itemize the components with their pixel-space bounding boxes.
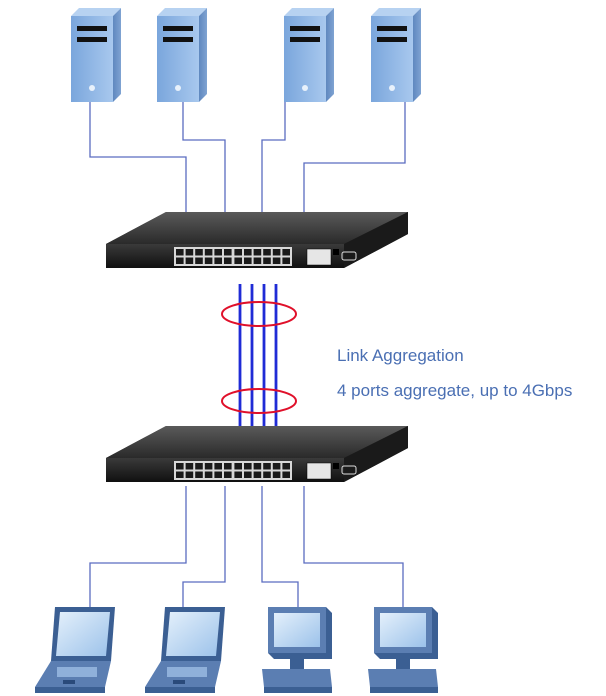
switch-port [205, 258, 213, 265]
desktop-pc-icon [262, 607, 332, 693]
connector-line [183, 102, 225, 214]
switch-port [282, 249, 290, 256]
switch-port [205, 472, 213, 479]
switch-port [176, 249, 184, 256]
caption-title: Link Aggregation [337, 346, 464, 366]
switch-port [282, 463, 290, 470]
connector-line [90, 102, 186, 214]
switch-port [282, 472, 290, 479]
switch-port [205, 463, 213, 470]
switch-port [234, 463, 242, 470]
switch-port [186, 463, 194, 470]
switch-port [176, 472, 184, 479]
connector-line [90, 486, 186, 612]
switch-port [195, 472, 203, 479]
switch-port [186, 249, 194, 256]
switch-port [273, 249, 281, 256]
ethernet-switch-icon [106, 212, 408, 268]
switch-port [186, 258, 194, 265]
connector-line [183, 486, 225, 612]
laptop-icon [145, 607, 225, 693]
desktop-pc-icon [368, 607, 438, 693]
switch-port [254, 463, 262, 470]
switch-port [234, 258, 242, 265]
switch-port [214, 249, 222, 256]
connector-line [304, 486, 403, 612]
server-tower-icon [371, 8, 421, 102]
client-connectors [90, 486, 403, 612]
aggregation-ring-top [222, 302, 296, 326]
switch-port-block [174, 247, 292, 266]
switch-port [205, 249, 213, 256]
connector-line [262, 486, 298, 612]
switch-port [244, 472, 252, 479]
switch-port [263, 258, 271, 265]
server-tower-icon [71, 8, 121, 102]
switch-port [282, 258, 290, 265]
switch-port [195, 463, 203, 470]
switch-port [244, 249, 252, 256]
switch-port [263, 249, 271, 256]
connector-line [262, 102, 285, 214]
switch-port [263, 472, 271, 479]
switch-port [224, 472, 232, 479]
switch-port [234, 249, 242, 256]
switch-port [224, 258, 232, 265]
switch-port [176, 258, 184, 265]
switch-port [273, 463, 281, 470]
switch-port [224, 463, 232, 470]
switch-port [273, 472, 281, 479]
switch-port-block [174, 461, 292, 480]
server-tower-icon [157, 8, 207, 102]
aggregated-links [240, 284, 276, 426]
caption-subtitle: 4 ports aggregate, up to 4Gbps [337, 381, 572, 401]
switch-port [234, 472, 242, 479]
switch-port [224, 249, 232, 256]
switch-port [263, 463, 271, 470]
switch-port [186, 472, 194, 479]
aggregation-ring-bottom [222, 389, 296, 413]
switch-port [244, 463, 252, 470]
laptop-icon [35, 607, 115, 693]
connector-line [304, 102, 405, 214]
switch-port [195, 258, 203, 265]
switch-port [244, 258, 252, 265]
switch-port [195, 249, 203, 256]
switch-port [273, 258, 281, 265]
switch-port [254, 258, 262, 265]
ethernet-switch-icon [106, 426, 408, 482]
server-connectors [90, 102, 405, 214]
switch-port [214, 258, 222, 265]
switch-port [254, 249, 262, 256]
switch-port [254, 472, 262, 479]
switch-port [176, 463, 184, 470]
switch-port [214, 463, 222, 470]
server-tower-icon [284, 8, 334, 102]
switch-port [214, 472, 222, 479]
